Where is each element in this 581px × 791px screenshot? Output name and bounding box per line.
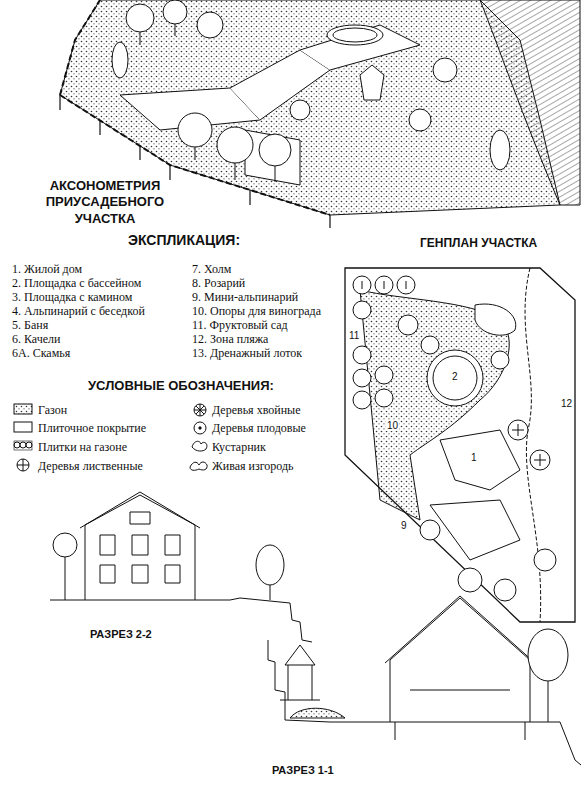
legend-text: Деревья хвойные xyxy=(212,403,300,418)
explication-item: 2. Площадка с бассейном xyxy=(12,276,141,291)
explication-item: 9. Мини-альпинарий xyxy=(192,290,298,305)
explication-item: 7. Холм xyxy=(192,262,231,277)
explication-item: 5. Баня xyxy=(12,318,48,333)
site-plan xyxy=(345,268,575,622)
callout-number: 9 xyxy=(400,520,408,531)
callout-number: 10 xyxy=(386,420,399,431)
explication-item: 10. Опоры для винограда xyxy=(192,304,321,319)
explication-item: 12. Зона пляжа xyxy=(192,332,268,347)
explication-item: 11. Фруктовый сад xyxy=(192,318,288,333)
legend-text: Деревья плодовые xyxy=(212,421,306,436)
heading: УСЛОВНЫЕ ОБОЗНАЧЕНИЯ: xyxy=(88,378,274,393)
legend-text: Газон xyxy=(38,403,67,418)
callout-number: 1 xyxy=(470,452,478,463)
section-1-1 xyxy=(268,596,581,765)
callout-number: 12 xyxy=(560,398,573,409)
section-title: РАЗРЕЗ 1-1 xyxy=(272,764,334,776)
legend-text: Кустарник xyxy=(212,440,266,455)
drawing-title: АКСОНОМЕТРИЯ ПРИУСАДЕБНОГО УЧАСТКА xyxy=(40,178,170,227)
legend-text: Живая изгородь xyxy=(212,459,294,474)
legend-text: Деревья лиственные xyxy=(38,459,143,474)
callout-number: 2 xyxy=(451,371,459,382)
drawing-title: ГЕНПЛАН УЧАСТКА xyxy=(420,236,537,250)
explication-item: 6. Качели xyxy=(12,332,60,347)
legend-text: Плитки на газоне xyxy=(38,440,127,455)
explication-item: 13. Дренажный лоток xyxy=(192,346,302,361)
legend-text: Плиточное покрытие xyxy=(38,421,146,436)
heading: ЭКСПЛИКАЦИЯ: xyxy=(128,232,240,248)
axonometry xyxy=(60,0,580,228)
section-title: РАЗРЕЗ 2-2 xyxy=(90,628,152,640)
explication-item: 4. Альпинарий с беседкой xyxy=(12,304,145,319)
section-2-2 xyxy=(50,492,312,642)
explication-item: 3. Площадка с камином xyxy=(12,290,132,305)
callout-number: 11 xyxy=(348,330,360,341)
explication-item: 8. Розарий xyxy=(192,276,245,291)
explication-item: 6А. Скамья xyxy=(12,346,70,361)
explication-item: 1. Жилой дом xyxy=(12,262,82,277)
